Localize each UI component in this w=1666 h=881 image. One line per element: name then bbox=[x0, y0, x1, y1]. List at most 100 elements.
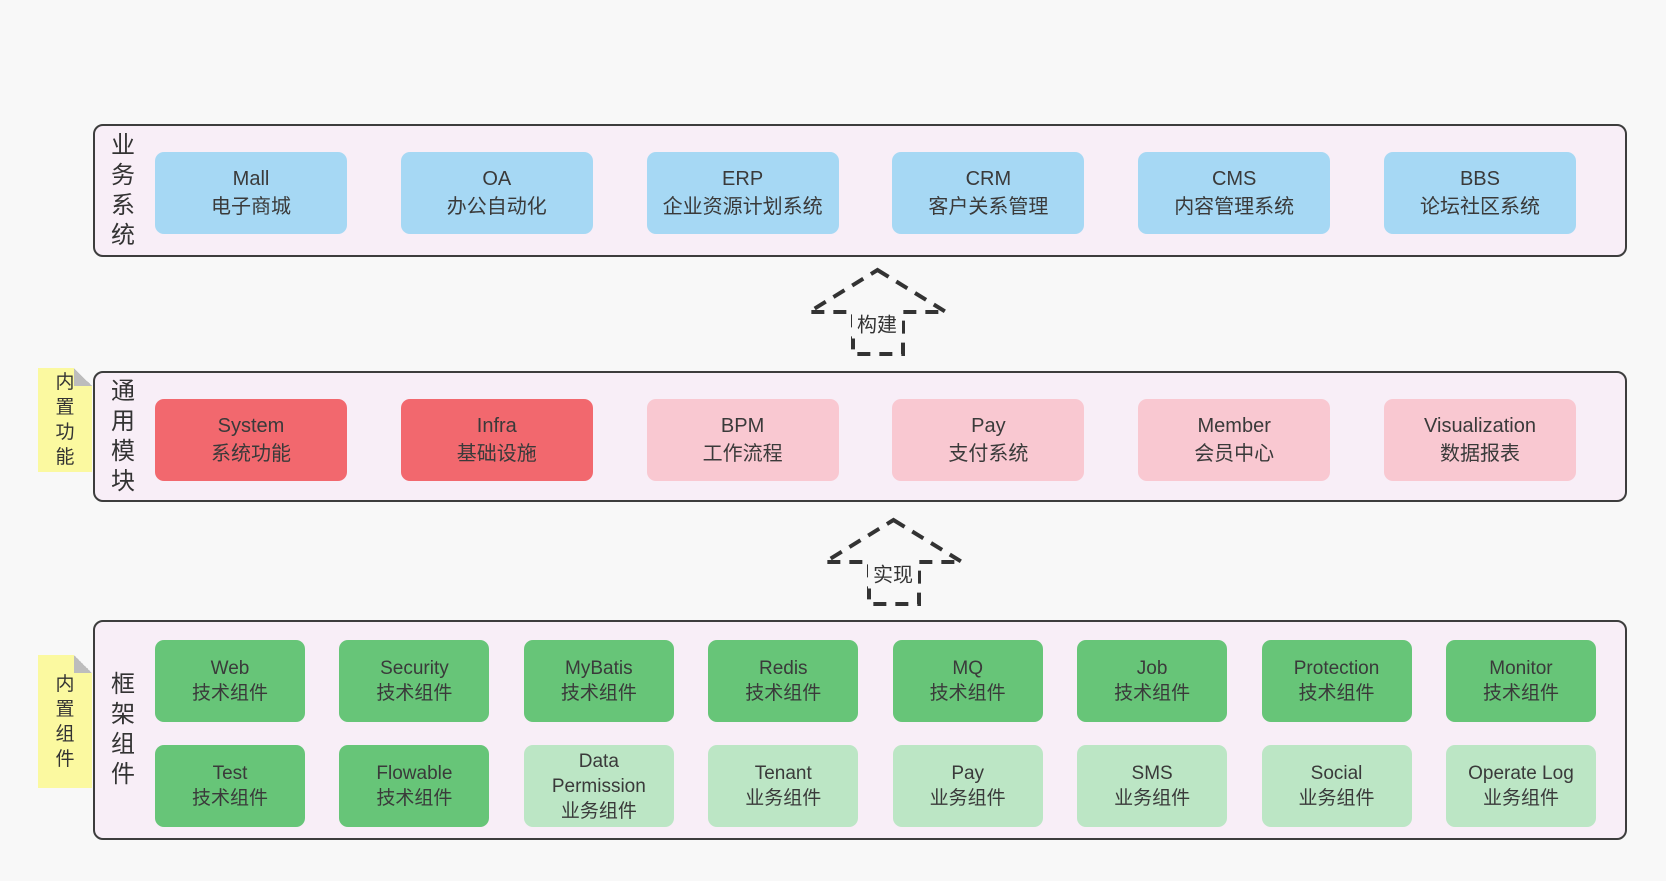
box-subtitle: 技术组件 bbox=[376, 788, 453, 809]
box-title: Mall bbox=[232, 168, 270, 190]
layer-label-common-modules: 通用模块 bbox=[111, 377, 135, 495]
box-subtitle: 系统功能 bbox=[211, 443, 291, 465]
box-subtitle: 业务组件 bbox=[1482, 788, 1559, 809]
build-arrow-label: 构建 bbox=[852, 307, 902, 339]
dashed-up-arrow-icon bbox=[806, 267, 949, 356]
box-title: Security bbox=[380, 658, 449, 679]
box-title: MyBatis bbox=[565, 658, 633, 679]
box-subtitle: 办公自动化 bbox=[446, 196, 547, 218]
sticky-note-text: 内置功能 bbox=[55, 372, 75, 468]
box-subtitle: 数据报表 bbox=[1439, 443, 1520, 465]
implement-arrow-label: 实现 bbox=[868, 557, 918, 589]
module-box-mybatis: MyBatis 技术组件 bbox=[523, 640, 674, 722]
box-subtitle: 技术组件 bbox=[1114, 683, 1191, 704]
module-box-monitor: Monitor 技术组件 bbox=[1445, 640, 1596, 722]
box-subtitle: 客户关系管理 bbox=[928, 196, 1049, 218]
module-box-member: Member 会员中心 bbox=[1138, 399, 1331, 481]
box-title: Protection bbox=[1293, 658, 1380, 679]
box-subtitle: 业务组件 bbox=[745, 788, 822, 809]
module-box-test: Test 技术组件 bbox=[155, 745, 305, 827]
box-title: Social bbox=[1310, 763, 1363, 784]
box-title: Web bbox=[210, 658, 250, 679]
box-subtitle: 技术组件 bbox=[191, 683, 268, 704]
box-title: CMS bbox=[1211, 168, 1257, 190]
module-box-web: Web 技术组件 bbox=[155, 640, 305, 722]
box-title: Job bbox=[1136, 658, 1168, 679]
box-title: Data Permission bbox=[551, 750, 646, 797]
sticky-note-text: 内置组件 bbox=[55, 673, 75, 770]
folded-corner-icon bbox=[74, 368, 92, 386]
box-subtitle: 技术组件 bbox=[191, 788, 268, 809]
box-subtitle: 论坛社区系统 bbox=[1419, 196, 1540, 218]
business-systems-row: Mall 电子商城 OA 办公自动化 ERP 企业资源计划系统 CRM 客户关系管理 CMS 内容… bbox=[155, 152, 1576, 234]
box-title: Tenant bbox=[754, 763, 812, 784]
box-title: Pay bbox=[971, 415, 1006, 437]
box-title: CRM bbox=[965, 168, 1012, 190]
module-box-tenant: Tenant 业务组件 bbox=[708, 745, 859, 827]
module-box-erp: ERP 企业资源计划系统 bbox=[646, 152, 839, 234]
module-box-protection: Protection 技术组件 bbox=[1261, 640, 1412, 722]
box-subtitle: 技术组件 bbox=[376, 683, 453, 704]
implement-arrow: 实现 bbox=[822, 516, 965, 608]
box-subtitle: 技术组件 bbox=[1482, 683, 1559, 704]
sticky-note-builtin-components: 内置组件 bbox=[38, 655, 92, 788]
box-title: Pay bbox=[951, 763, 985, 784]
box-title: Flowable bbox=[376, 763, 453, 784]
module-box-mall: Mall 电子商城 bbox=[155, 152, 347, 234]
layer-label-business-systems: 业务系统 bbox=[111, 131, 135, 249]
module-box-job: Job 技术组件 bbox=[1077, 640, 1228, 722]
box-subtitle: 业务组件 bbox=[929, 788, 1006, 809]
module-box-data-permission: Data Permission 业务组件 bbox=[523, 745, 674, 827]
box-subtitle: 业务组件 bbox=[1298, 788, 1375, 809]
box-title: Test bbox=[212, 763, 248, 784]
box-subtitle: 技术组件 bbox=[560, 683, 637, 704]
box-subtitle: 基础设施 bbox=[456, 443, 537, 465]
box-subtitle: 电子商城 bbox=[211, 196, 291, 218]
layer-business-systems: 业务系统 Mall 电子商城 OA 办公自动化 ERP 企业资源计划系统 CRM 客户关系管理… bbox=[93, 124, 1627, 257]
module-box-operate-log: Operate Log 业务组件 bbox=[1445, 745, 1596, 827]
box-subtitle: 工作流程 bbox=[702, 443, 783, 465]
box-subtitle: 支付系统 bbox=[948, 443, 1029, 465]
folded-corner-icon bbox=[74, 655, 92, 673]
box-subtitle: 技术组件 bbox=[1298, 683, 1375, 704]
layer-framework-components: 框架组件 Web 技术组件 Security 技术组件 MyBatis 技术组件 Redis… bbox=[93, 620, 1627, 840]
box-title: BPM bbox=[720, 415, 765, 437]
module-box-visualization: Visualization 数据报表 bbox=[1383, 399, 1576, 481]
box-subtitle: 企业资源计划系统 bbox=[662, 196, 823, 218]
module-box-pay: Pay 业务组件 bbox=[892, 745, 1043, 827]
module-box-bpm: BPM 工作流程 bbox=[646, 399, 839, 481]
box-title: ERP bbox=[722, 168, 764, 190]
box-subtitle: 会员中心 bbox=[1194, 443, 1275, 465]
module-box-cms: CMS 内容管理系统 bbox=[1138, 152, 1331, 234]
box-subtitle: 业务组件 bbox=[1114, 788, 1191, 809]
box-title: SMS bbox=[1131, 763, 1173, 784]
box-title: Infra bbox=[476, 415, 517, 437]
box-title: Operate Log bbox=[1468, 763, 1574, 784]
module-box-crm: CRM 客户关系管理 bbox=[892, 152, 1085, 234]
box-subtitle: 业务组件 bbox=[560, 800, 637, 822]
box-title: Member bbox=[1197, 415, 1271, 437]
sticky-note-builtin-features: 内置功能 bbox=[38, 368, 92, 472]
module-box-flowable: Flowable 技术组件 bbox=[339, 745, 490, 827]
layer-label-framework-components: 框架组件 bbox=[111, 671, 135, 788]
dashed-up-arrow-icon bbox=[822, 517, 965, 606]
box-title: OA bbox=[482, 168, 512, 190]
module-box-oa: OA 办公自动化 bbox=[400, 152, 593, 234]
module-box-infra: Infra 基础设施 bbox=[400, 399, 593, 481]
box-title: Visualization bbox=[1424, 415, 1536, 437]
box-title: Monitor bbox=[1489, 658, 1553, 679]
box-subtitle: 内容管理系统 bbox=[1174, 196, 1295, 218]
box-title: Redis bbox=[758, 658, 808, 679]
build-arrow: 构建 bbox=[806, 266, 949, 358]
box-title: MQ bbox=[952, 658, 983, 679]
module-box-social: Social 业务组件 bbox=[1261, 745, 1412, 827]
